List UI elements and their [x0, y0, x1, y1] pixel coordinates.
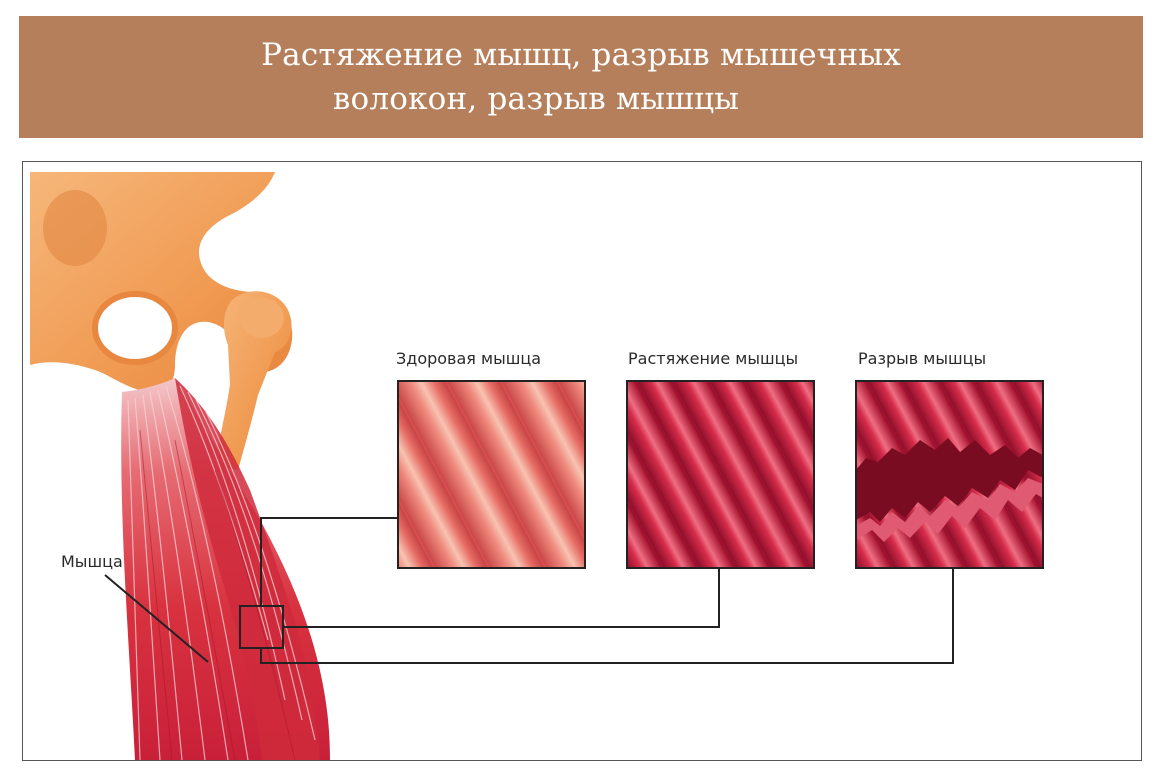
- panel-label-strained: Растяжение мышцы: [628, 349, 798, 368]
- muscle-label: Мышца: [61, 552, 123, 571]
- panel-label-healthy: Здоровая мышца: [396, 349, 541, 368]
- connector-torn: [261, 568, 953, 663]
- panel-label-torn: Разрыв мышцы: [858, 349, 986, 368]
- connector-strained: [283, 568, 719, 627]
